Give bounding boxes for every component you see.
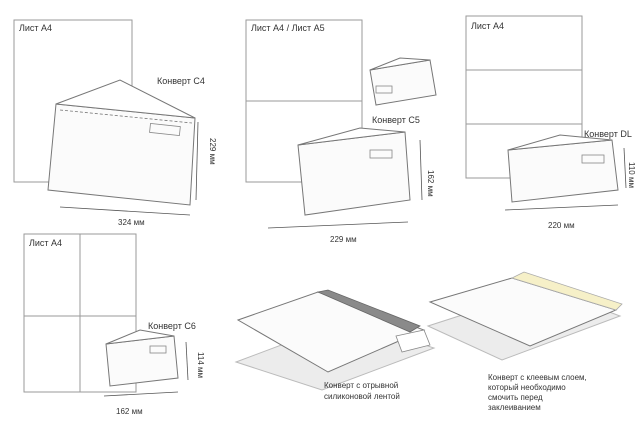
address-window bbox=[369, 149, 393, 159]
address-window bbox=[375, 85, 393, 94]
dimension-width: 324 мм bbox=[118, 218, 145, 227]
note-line: который необходимо bbox=[488, 383, 566, 392]
address-window bbox=[581, 154, 605, 164]
tape-tab bbox=[395, 329, 431, 353]
note-line: Конверт с клеевым слоем, bbox=[488, 373, 587, 382]
sheet-label: Лист А4 bbox=[471, 21, 504, 31]
panel-c6: Лист А4 Конверт С6 162 мм 114 мм bbox=[23, 233, 205, 416]
dimension-line-width bbox=[103, 391, 179, 397]
envelope-dl-flap bbox=[507, 134, 613, 151]
note-line: силиконовой лентой bbox=[324, 392, 400, 401]
sheet-label: Лист А4 / Лист А5 bbox=[251, 23, 325, 33]
envelope-label: Конверт DL bbox=[584, 129, 632, 139]
dimension-height: 162 мм bbox=[426, 170, 435, 197]
envelope-small-flap bbox=[369, 57, 431, 71]
panel-glue-layer: Конверт с клеевым слоем, который необход… bbox=[426, 271, 623, 412]
dimension-width: 229 мм bbox=[330, 235, 357, 244]
dimension-line-width bbox=[267, 221, 409, 229]
sheet-label: Лист А4 bbox=[29, 238, 62, 248]
envelope-c4 bbox=[47, 103, 196, 206]
panel-tear-strip: Конверт с отрывной силиконовой лентой bbox=[234, 289, 436, 401]
dimension-width: 220 мм bbox=[548, 221, 575, 230]
address-window bbox=[149, 123, 181, 136]
envelope-c4-flap bbox=[55, 79, 196, 119]
note-line: смочить перед bbox=[488, 393, 543, 402]
envelope-c6-flap bbox=[105, 329, 175, 345]
dimension-line-height bbox=[623, 147, 627, 189]
envelope-c5-flap bbox=[297, 127, 406, 146]
panel-dl: Лист А4 Конверт DL 220 мм 110 мм bbox=[465, 15, 636, 230]
envelope-dl bbox=[507, 139, 619, 203]
silicone-tape bbox=[316, 289, 421, 333]
envelope-label: Конверт С4 bbox=[157, 76, 205, 86]
panel-c5: Лист А4 / Лист А5 Конверт С5 229 мм 162 … bbox=[245, 19, 437, 244]
envelope-label: Конверт С6 bbox=[148, 321, 196, 331]
note-line: заклеиванием bbox=[488, 403, 541, 412]
dimension-height: 114 мм bbox=[196, 352, 205, 378]
glue-strip bbox=[510, 271, 623, 311]
dimension-line-height bbox=[185, 341, 189, 381]
dimension-line-height bbox=[195, 121, 199, 201]
note-line: Конверт с отрывной bbox=[324, 381, 398, 390]
sheet-label: Лист А4 bbox=[19, 23, 52, 33]
envelope-c5 bbox=[297, 131, 411, 216]
perforation-line bbox=[59, 109, 193, 124]
envelope-c6 bbox=[105, 335, 179, 387]
dimension-line-height bbox=[419, 139, 423, 201]
dimension-line-width bbox=[59, 206, 191, 216]
dimension-height: 229 мм bbox=[208, 138, 217, 165]
envelope-label: Конверт С5 bbox=[372, 115, 420, 125]
dimension-line-width bbox=[504, 204, 619, 211]
panel-c4: Лист А4 Конверт С4 324 мм 229 мм bbox=[13, 19, 217, 227]
dimension-height: 110 мм bbox=[627, 162, 636, 188]
address-window bbox=[149, 345, 167, 354]
dimension-width: 162 мм bbox=[116, 407, 143, 416]
